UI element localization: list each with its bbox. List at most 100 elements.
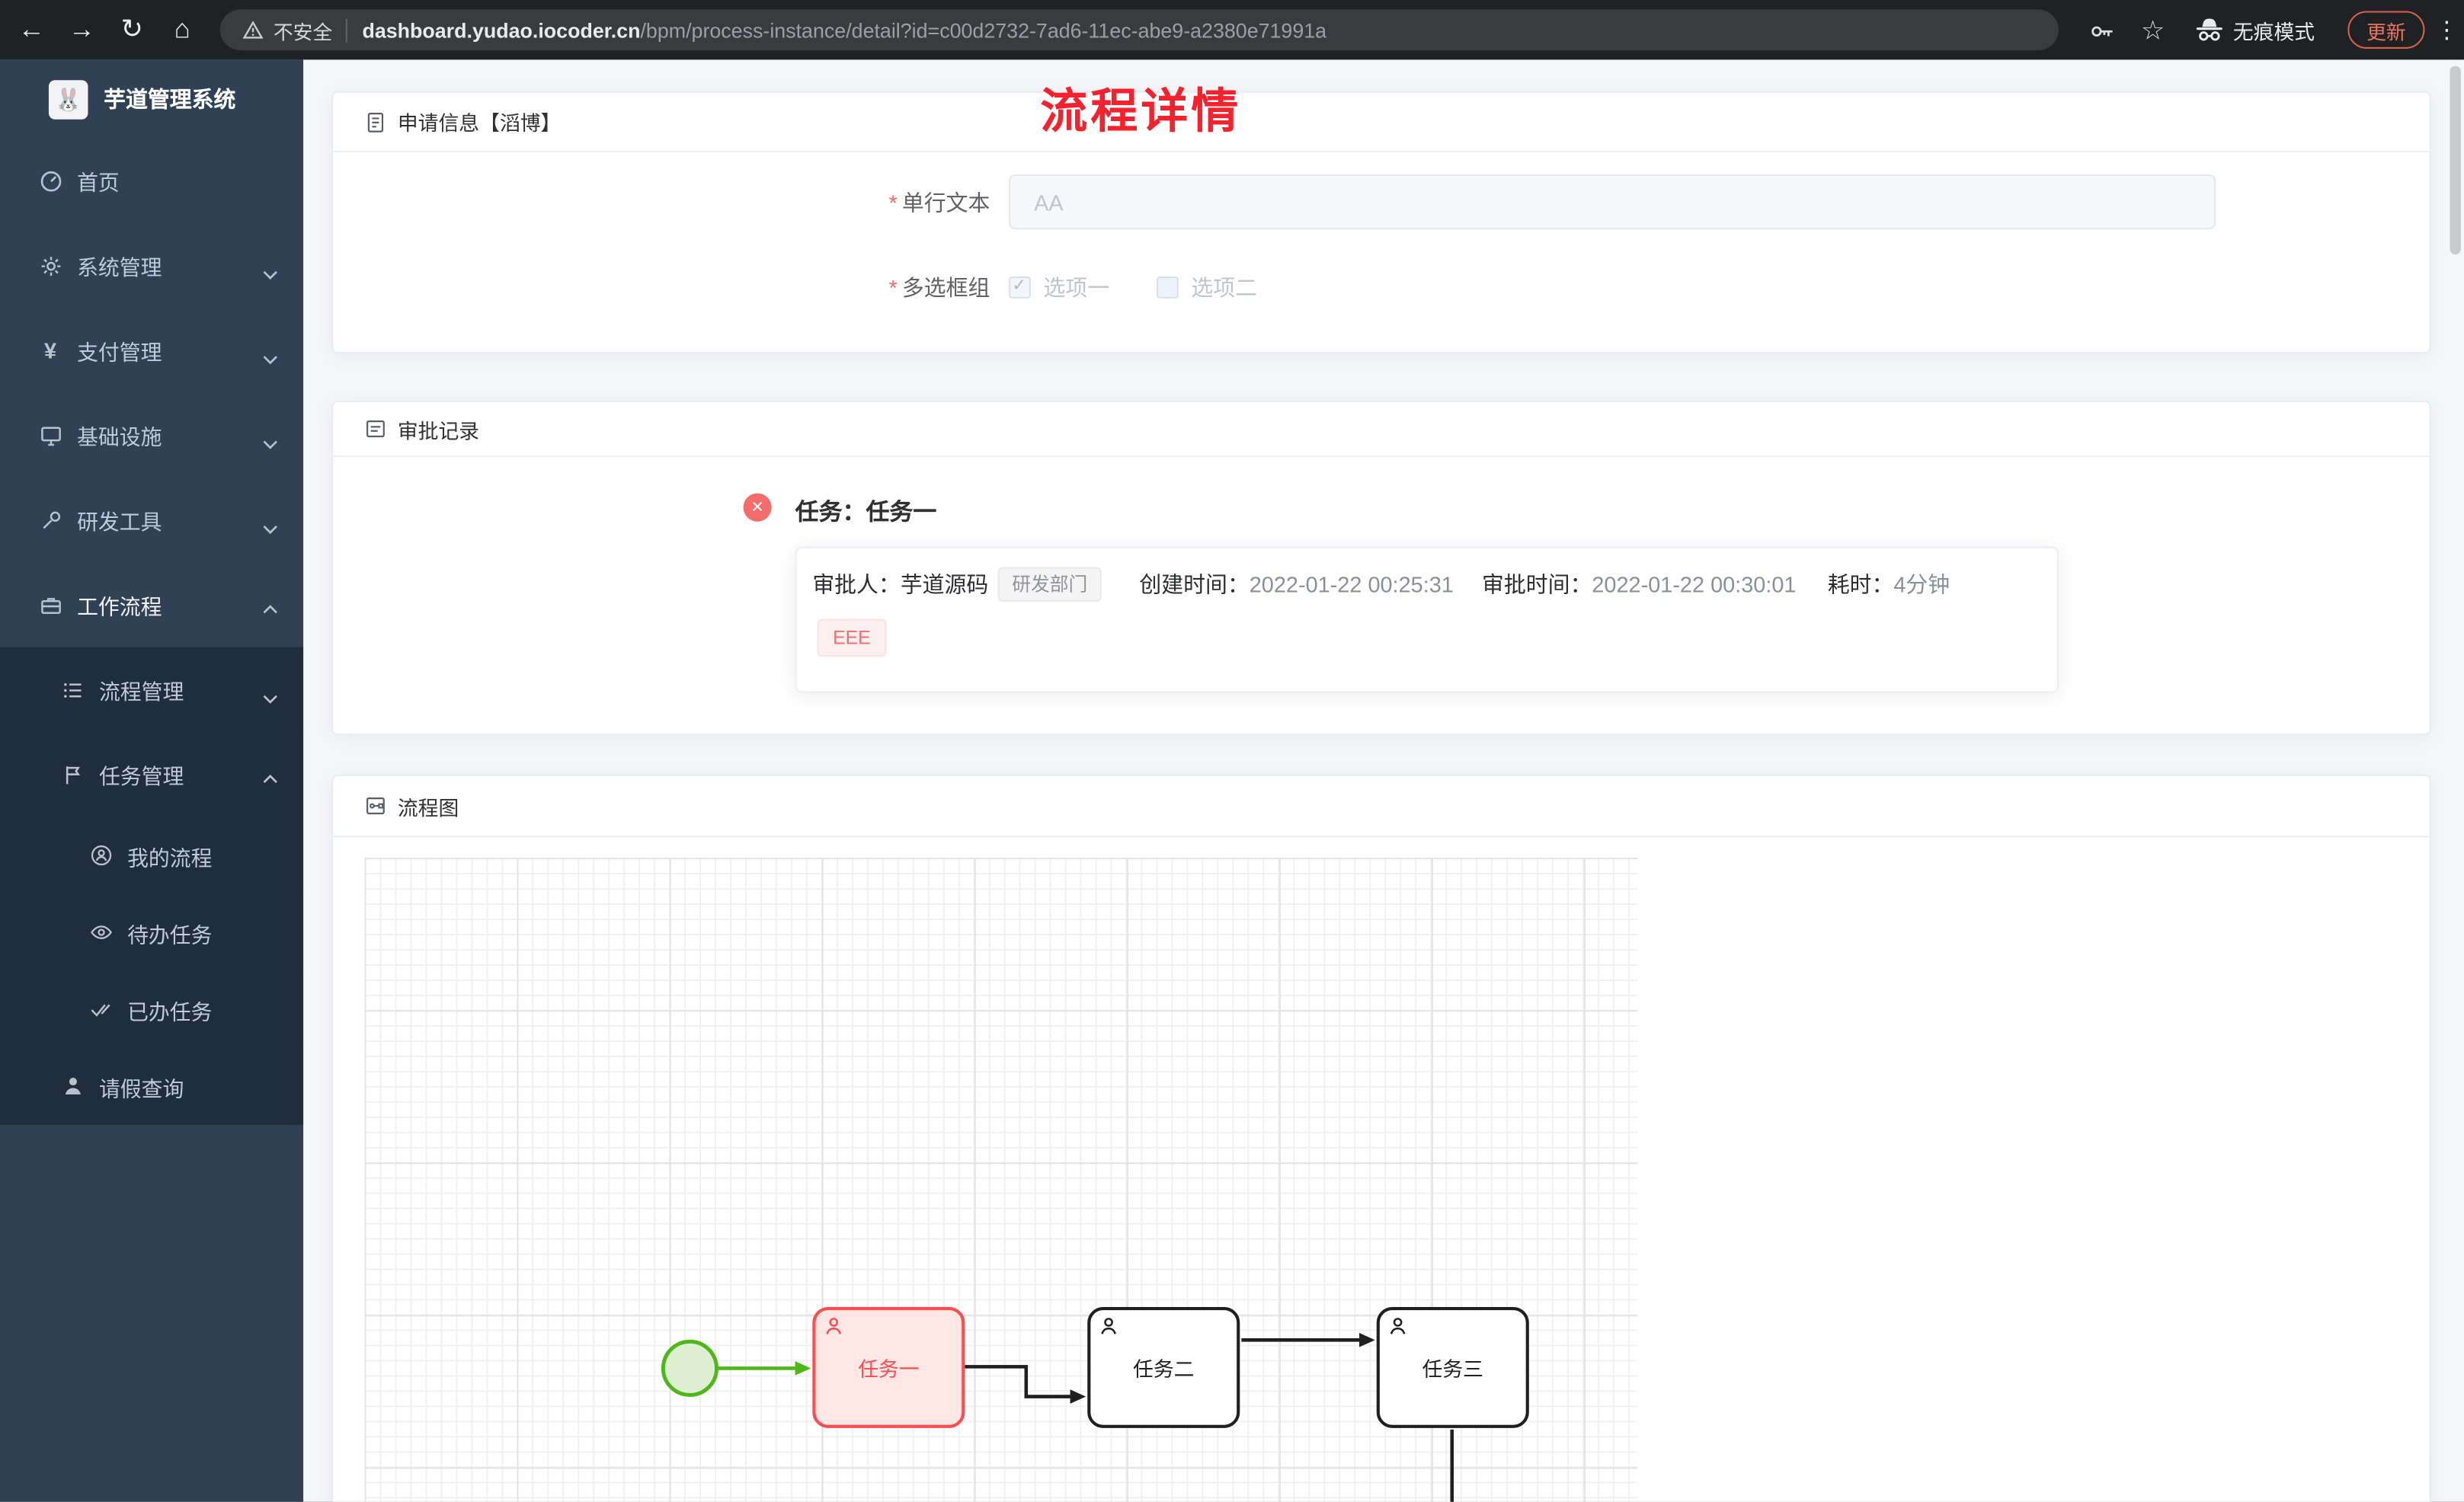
required-mark: * [888, 189, 898, 215]
person-icon [59, 1074, 85, 1099]
application-info-header: 申请信息【滔博】 [333, 93, 2430, 153]
duration-label: 耗时： [1827, 571, 1894, 597]
app-logo-row[interactable]: 🐰 芋道管理系统 [0, 59, 303, 138]
chevron-up-icon [262, 770, 278, 794]
back-icon[interactable]: ← [18, 14, 45, 44]
sidebar-item-label: 首页 [77, 171, 120, 195]
single-line-text-input [1009, 174, 2216, 230]
double-check-icon [88, 997, 114, 1022]
sidebar-item-done-tasks[interactable]: 已办任务 [0, 970, 304, 1048]
sidebar-item-devtools[interactable]: 研发工具 [0, 478, 303, 562]
update-button[interactable]: 更新 [2347, 11, 2425, 49]
bpmn-task-node-1[interactable]: 任务一 [812, 1307, 965, 1428]
application-info-title: 申请信息【滔博】 [397, 111, 562, 136]
sidebar-item-leave-query[interactable]: 请假查询 [0, 1047, 304, 1125]
sidebar-item-label: 任务管理 [98, 765, 184, 789]
page-title: 流程详情 [1040, 86, 1242, 139]
monitor-icon [38, 423, 63, 448]
sidebar-item-label: 请假查询 [98, 1076, 184, 1101]
chevron-down-icon [262, 685, 278, 708]
reload-icon[interactable]: ↻ [120, 14, 143, 44]
task-node-label: 任务三 [1422, 1357, 1483, 1381]
approval-comment-tag: EEE [817, 618, 887, 657]
user-task-icon [1387, 1316, 1408, 1341]
omnibox-divider [344, 18, 347, 42]
sidebar-item-label: 流程管理 [98, 680, 184, 704]
approved-time: 2022-01-22 00:30:01 [1592, 571, 1797, 597]
app-title: 芋道管理系统 [104, 86, 236, 112]
field-label: *多选框组 [888, 274, 990, 300]
sidebar-item-todo-tasks[interactable]: 待办任务 [0, 893, 304, 971]
task-node-label: 任务二 [1133, 1357, 1195, 1381]
created-time: 2022-01-22 00:25:31 [1249, 571, 1454, 597]
checkbox-unchecked-icon [1157, 276, 1179, 299]
chevron-down-icon [262, 346, 278, 369]
sidebar-item-infrastructure[interactable]: 基础设施 [0, 393, 303, 478]
approver-label: 审批人： [812, 571, 901, 597]
form-row-text: *单行文本 [333, 174, 2216, 230]
sidebar-item-process-management[interactable]: 流程管理 [0, 647, 304, 733]
application-info-card: 申请信息【滔博】 *单行文本 *多选框组 选项一 选项二 [331, 91, 2431, 354]
task-title: 任务：任务一 [795, 499, 937, 526]
chevron-down-icon [262, 260, 278, 284]
bpmn-task-node-3[interactable]: 任务三 [1376, 1307, 1529, 1428]
sidebar-item-label: 系统管理 [77, 256, 162, 280]
record-icon [365, 418, 387, 440]
diagram-icon [365, 795, 387, 817]
security-label[interactable]: 不安全 [273, 21, 333, 43]
home-icon[interactable]: ⌂ [174, 14, 190, 44]
chevron-up-icon [262, 600, 278, 624]
sidebar-item-label: 已办任务 [127, 999, 213, 1024]
approver-name: 芋道源码 [900, 571, 989, 597]
process-diagram-title: 流程图 [397, 795, 459, 820]
user-task-icon [1099, 1316, 1119, 1341]
forward-icon[interactable]: → [68, 14, 95, 44]
sidebar: 🐰 芋道管理系统 首页 系统管理 ¥ 支付管理 基础设施 研发工具 [0, 59, 304, 1502]
browser-toolbar: ← → ↻ ⌂ 不安全 dashboard.yudao.iocoder.cn/b… [0, 0, 2464, 60]
chevron-down-icon [262, 516, 278, 539]
key-icon[interactable] [2084, 13, 2122, 51]
sidebar-item-home[interactable]: 首页 [0, 139, 303, 223]
browser-menu-icon[interactable]: ⋮ [2434, 17, 2459, 44]
approval-record-title: 审批记录 [397, 418, 480, 443]
gear-icon [38, 253, 63, 278]
briefcase-icon [38, 593, 63, 618]
person-circle-icon [88, 843, 114, 868]
user-task-icon [824, 1316, 844, 1341]
sidebar-item-label: 工作流程 [77, 595, 162, 619]
main-content: 流程详情 申请信息【滔博】 *单行文本 *多选框组 选项一 [303, 59, 2464, 1502]
document-icon [365, 110, 387, 133]
yen-icon: ¥ [43, 337, 57, 363]
chevron-down-icon [262, 430, 278, 454]
sidebar-item-label: 待办任务 [127, 922, 213, 947]
bookmark-star-icon[interactable]: ☆ [2140, 15, 2165, 46]
incognito-icon[interactable] [2190, 11, 2229, 49]
sidebar-item-my-processes[interactable]: 我的流程 [0, 817, 304, 894]
task-node-label: 任务一 [858, 1357, 920, 1381]
url-text[interactable]: dashboard.yudao.iocoder.cn/bpm/process-i… [362, 18, 1326, 42]
checkbox-label: 选项一 [1043, 274, 1110, 300]
sidebar-item-system[interactable]: 系统管理 [0, 223, 303, 308]
bpmn-task-node-2[interactable]: 任务二 [1087, 1307, 1240, 1428]
form-row-checkbox-group: *多选框组 选项一 选项二 [333, 272, 1304, 303]
scrollbar[interactable] [2450, 66, 2461, 255]
sidebar-item-task-management[interactable]: 任务管理 [0, 732, 304, 817]
sidebar-item-label: 支付管理 [77, 340, 162, 365]
checkbox-option-1: 选项一 [1009, 272, 1109, 303]
list-icon [59, 677, 85, 702]
approved-label: 审批时间： [1481, 571, 1592, 597]
checkbox-group: 选项一 选项二 [1009, 272, 1304, 303]
required-mark: * [888, 274, 898, 300]
sidebar-item-payment[interactable]: ¥ 支付管理 [0, 308, 303, 392]
dashboard-icon [38, 168, 63, 193]
sidebar-item-label: 我的流程 [127, 845, 213, 870]
checkbox-checked-icon [1009, 275, 1031, 299]
approval-record-card: 审批记录 ✕ 任务：任务一 审批人：芋道源码 研发部门 创建时间：2022-01… [331, 400, 2431, 736]
process-diagram-card: 流程图 任务一 [331, 774, 2431, 1502]
address-bar[interactable]: 不安全 dashboard.yudao.iocoder.cn/bpm/proce… [219, 9, 2059, 50]
tools-icon [38, 507, 63, 532]
app-logo-rabbit-avatar: 🐰 [48, 79, 88, 119]
checkbox-label: 选项二 [1191, 274, 1257, 300]
sidebar-item-workflow[interactable]: 工作流程 [0, 562, 303, 647]
